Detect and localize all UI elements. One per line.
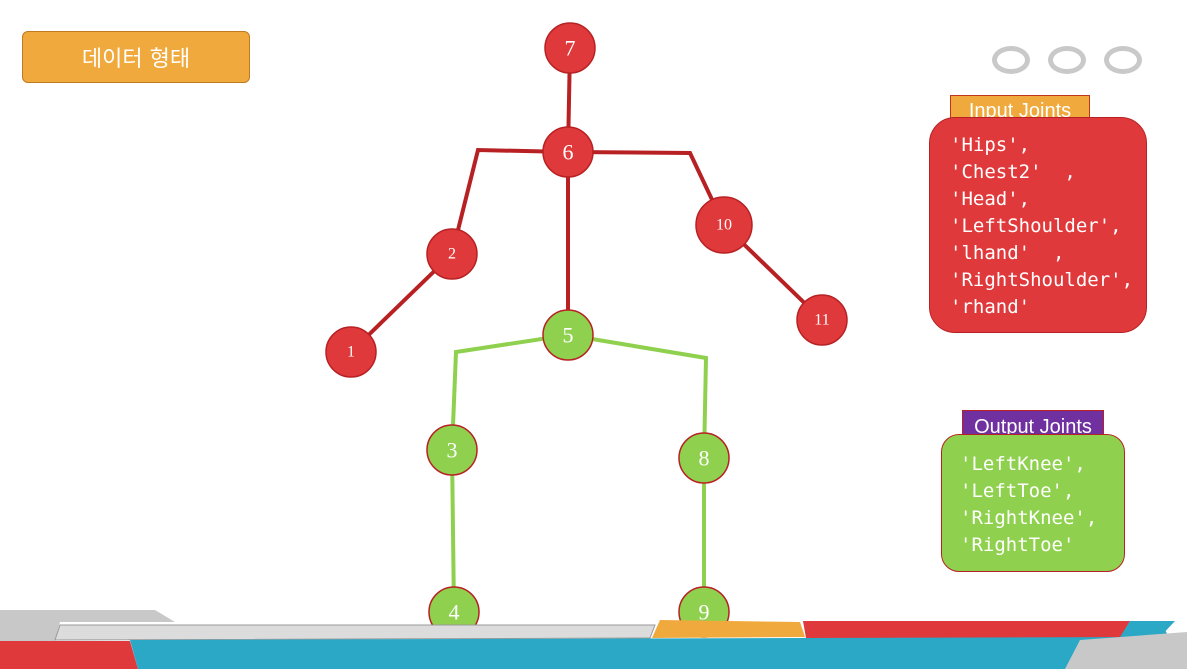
joint-label-5: 5 xyxy=(563,323,574,348)
joint-label-4: 4 xyxy=(449,600,460,625)
joint-label-10: 10 xyxy=(716,217,732,234)
joint-label-9: 9 xyxy=(699,600,710,625)
decor-circle-2 xyxy=(1048,46,1086,74)
input-joint-line: 'LeftShoulder', xyxy=(950,215,1122,237)
joint-6: 6 xyxy=(542,126,594,178)
floor-white-strip xyxy=(54,624,656,641)
decor-circle-1 xyxy=(992,46,1030,74)
joint-label-8: 8 xyxy=(699,446,710,471)
joint-1: 1 xyxy=(325,326,377,378)
output-joint-line: 'LeftToe', xyxy=(960,480,1075,502)
input-joint-line: 'Chest2' , xyxy=(950,161,1076,183)
joint-label-7: 7 xyxy=(565,36,576,61)
bone-8 xyxy=(450,449,456,613)
input-joint-line: 'rhand' xyxy=(950,296,1031,318)
decor-circle-3 xyxy=(1104,46,1142,74)
floor-grey-left xyxy=(0,610,175,641)
floor-grey-right xyxy=(1065,632,1187,669)
joint-label-1: 1 xyxy=(347,344,355,361)
title-button[interactable]: 데이터 형태 xyxy=(22,31,250,83)
joint-circle-7 xyxy=(544,22,596,74)
joint-5: 5 xyxy=(542,309,594,361)
joint-circle-3 xyxy=(426,424,478,476)
floor-red-left xyxy=(0,641,138,669)
output-joint-line: 'LeftKnee', xyxy=(960,453,1086,475)
joint-circle-11 xyxy=(796,294,848,346)
joint-8: 8 xyxy=(678,432,730,484)
joint-circle-8 xyxy=(678,432,730,484)
joint-circle-1 xyxy=(325,326,377,378)
floor-teal xyxy=(130,630,1170,669)
joint-circle-5 xyxy=(542,309,594,361)
bone-9 xyxy=(567,333,709,459)
input-joint-line: 'Head', xyxy=(950,188,1031,210)
input-joint-line: 'lhand' , xyxy=(950,242,1065,264)
joint-label-2: 2 xyxy=(448,246,456,263)
floor-orange xyxy=(652,620,805,638)
output-joint-line: 'RightToe' xyxy=(960,534,1075,556)
joint-label-6: 6 xyxy=(563,140,574,165)
bone-7 xyxy=(450,333,569,451)
joint-circle-6 xyxy=(542,126,594,178)
floor-red-right xyxy=(803,621,1130,638)
joint-circle-10 xyxy=(695,196,753,254)
joint-10: 10 xyxy=(695,196,753,254)
input-joint-line: 'Hips', xyxy=(950,134,1031,156)
joint-3: 3 xyxy=(426,424,478,476)
slide-decoration-circles xyxy=(992,46,1142,74)
joint-label-11: 11 xyxy=(814,312,829,329)
input-joints-panel: 'Hips', 'Chest2' , 'Head', 'LeftShoulder', '… xyxy=(929,117,1147,333)
joint-7: 7 xyxy=(544,22,596,74)
joint-label-3: 3 xyxy=(447,438,458,463)
joint-2: 2 xyxy=(426,228,478,280)
joint-11: 11 xyxy=(796,294,848,346)
output-joints-panel: 'LeftKnee', 'LeftToe', 'RightKnee', 'RightT… xyxy=(941,434,1125,572)
output-joint-line: 'RightKnee', xyxy=(960,507,1098,529)
bone-2 xyxy=(450,147,569,255)
input-joint-line: 'RightShoulder', xyxy=(950,269,1134,291)
joint-circle-2 xyxy=(426,228,478,280)
